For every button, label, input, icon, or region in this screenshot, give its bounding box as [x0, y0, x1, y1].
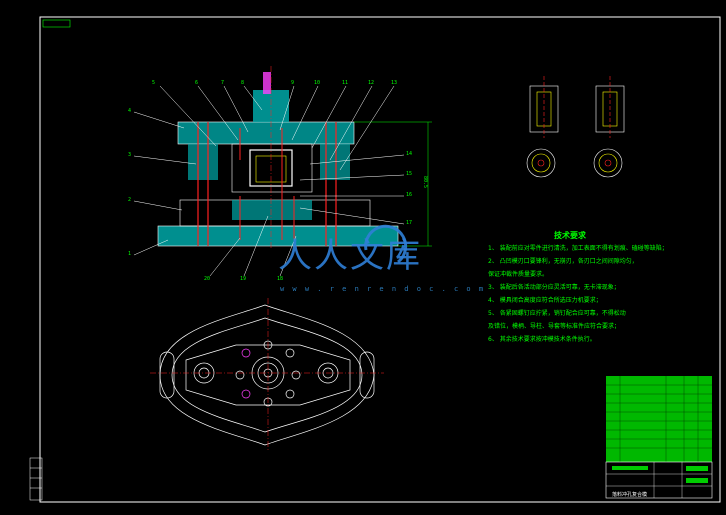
part-number: 14	[406, 151, 413, 157]
part-number: 1	[128, 251, 132, 257]
part-number: 4	[128, 108, 132, 114]
part-number: 3	[128, 152, 132, 158]
watermark-url: w w w . r e n r e n d o c . c o m	[280, 285, 486, 293]
part-number: 15	[406, 171, 413, 177]
part-detail-views	[526, 76, 625, 178]
watermark-logo	[364, 224, 408, 264]
tech-note: 6、 其余技术要求按冲模技术条件执行。	[488, 336, 596, 343]
part-number: 17	[406, 220, 413, 226]
corner-tag-box	[42, 19, 71, 28]
tech-note: 5、 各紧固螺钉应拧紧，销钉配合应可靠，不得松动	[488, 310, 626, 317]
part-number: 10	[314, 80, 321, 86]
part-number: 12	[368, 80, 375, 86]
tech-note: 1、 装配前应对零件进行清洗，加工表面不得有划痕、磕碰等缺陷；	[488, 245, 668, 252]
tech-note: 2、 凸凹模刃口要锋利，无崩刃，各刃口之间间隙均匀，	[488, 258, 638, 265]
part-number: 7	[221, 80, 225, 86]
parts-list-table	[605, 376, 713, 499]
tech-note: 4、 模具闭合高度应符合所选压力机要求；	[488, 297, 602, 304]
leader-lines	[133, 85, 405, 277]
assembly-section-view	[157, 66, 432, 250]
dimension-label: 80.5	[422, 176, 428, 189]
part-number: 20	[204, 276, 211, 282]
tech-requirements-title: 技术要求	[554, 231, 586, 240]
title-block-name: 落料冲孔复合模	[612, 492, 648, 498]
part-number: 11	[342, 80, 349, 86]
part-number: 8	[241, 80, 245, 86]
part-number: 19	[240, 276, 247, 282]
part-number: 5	[152, 80, 156, 86]
part-number: 18	[277, 276, 284, 282]
tech-note: 及错位，模柄、导柱、导套等标准件应符合要求；	[488, 323, 621, 330]
watermark-chinese: 人人文库	[278, 236, 422, 276]
left-margin-table	[29, 457, 43, 501]
tech-note: 3、 装配后各活动部分应灵活可靠，无卡滞现象；	[488, 284, 620, 291]
sheet-border	[39, 16, 721, 503]
plan-view	[150, 298, 384, 450]
part-number: 2	[128, 197, 132, 203]
part-number: 13	[391, 80, 398, 86]
tech-note: 保证冲裁件质量要求。	[488, 271, 549, 278]
part-number: 16	[406, 192, 413, 198]
part-number: 6	[195, 80, 199, 86]
part-number: 9	[291, 80, 295, 86]
